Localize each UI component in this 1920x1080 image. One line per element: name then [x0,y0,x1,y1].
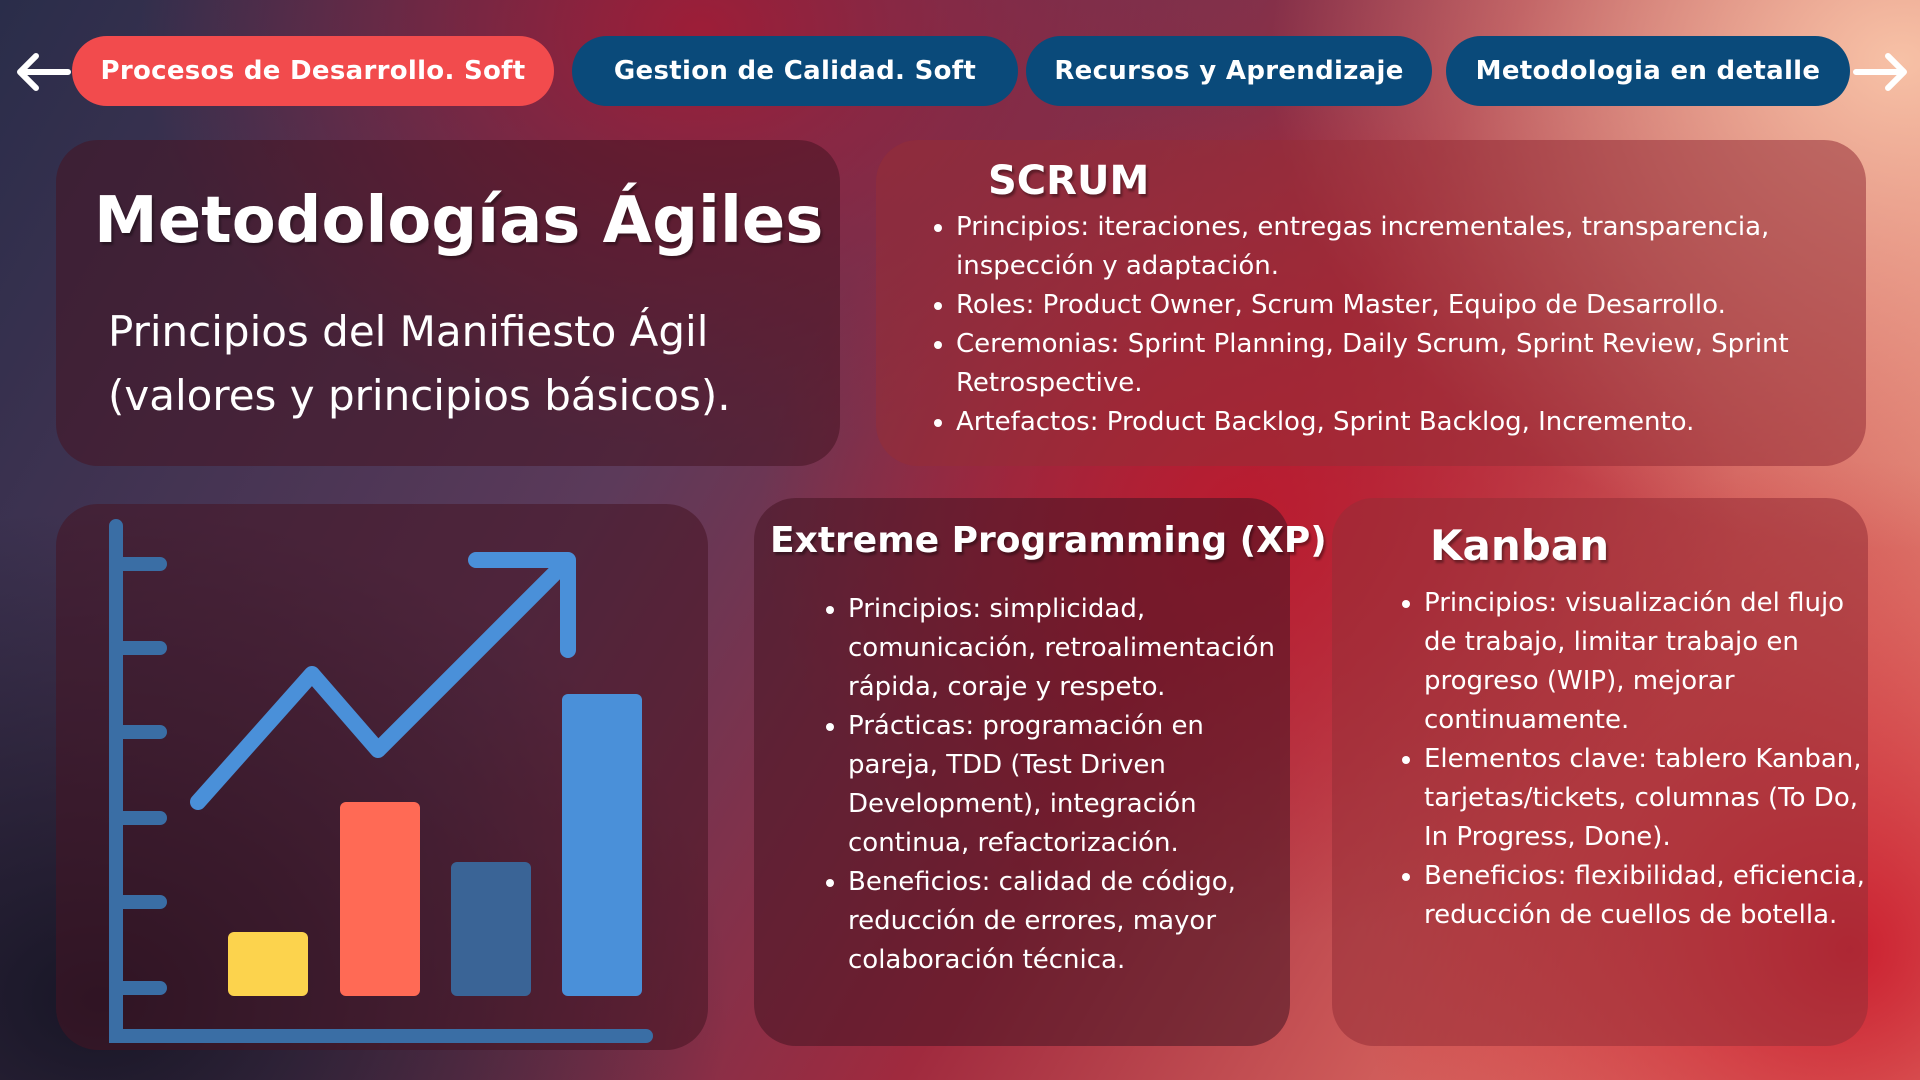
nav-calidad-button[interactable]: Gestion de Calidad. Soft [572,36,1018,106]
xp-title: Extreme Programming (XP) [770,520,1327,561]
list-item: Artefactos: Product Backlog, Sprint Back… [956,403,1856,442]
intro-card: Metodologías Ágiles Principios del Manif… [56,140,840,466]
list-item: Roles: Product Owner, Scrum Master, Equi… [956,286,1856,325]
scrum-card: SCRUM Principios: iteraciones, entregas … [876,140,1866,466]
kanban-card: Kanban Principios: visualización del flu… [1332,498,1868,1046]
arrow-left-icon[interactable] [12,50,72,94]
list-item: Principios: simplicidad, comunicación, r… [848,590,1296,707]
nav-calidad-label: Gestion de Calidad. Soft [613,56,977,86]
illustration-card [56,504,708,1050]
list-item: Prácticas: programación en pareja, TDD (… [848,707,1296,863]
list-item: Elementos clave: tablero Kanban, tarjeta… [1424,740,1872,857]
nav-metodologia-label: Metodologia en detalle [1475,56,1821,86]
growth-chart-icon [109,519,653,1043]
nav-recursos-label: Recursos y Aprendizaje [1054,56,1404,86]
scrum-title: SCRUM [988,158,1150,204]
nav-recursos-button[interactable]: Recursos y Aprendizaje [1026,36,1432,106]
nav-procesos-label: Procesos de Desarrollo. Soft [100,56,526,86]
list-item: Beneficios: flexibilidad, eficiencia, re… [1424,857,1872,935]
nav-procesos-button[interactable]: Procesos de Desarrollo. Soft [72,36,554,106]
kanban-title: Kanban [1430,521,1610,570]
kanban-list: Principios: visualización del flujo de t… [1394,584,1872,935]
xp-list: Principios: simplicidad, comunicación, r… [818,590,1296,980]
arrow-right-icon[interactable] [1852,50,1912,94]
list-item: Beneficios: calidad de código, reducción… [848,863,1296,980]
xp-card: Extreme Programming (XP) Principios: sim… [754,498,1327,1046]
scrum-list: Principios: iteraciones, entregas increm… [926,208,1856,442]
intro-subtitle: Principios del Manifiesto Ágil (valores … [108,307,731,420]
list-item: Principios: iteraciones, entregas increm… [956,208,1856,286]
page-title: Metodologías Ágiles [94,184,824,258]
list-item: Ceremonias: Sprint Planning, Daily Scrum… [956,325,1856,403]
list-item: Principios: visualización del flujo de t… [1424,584,1872,740]
nav-metodologia-button[interactable]: Metodologia en detalle [1446,36,1850,106]
